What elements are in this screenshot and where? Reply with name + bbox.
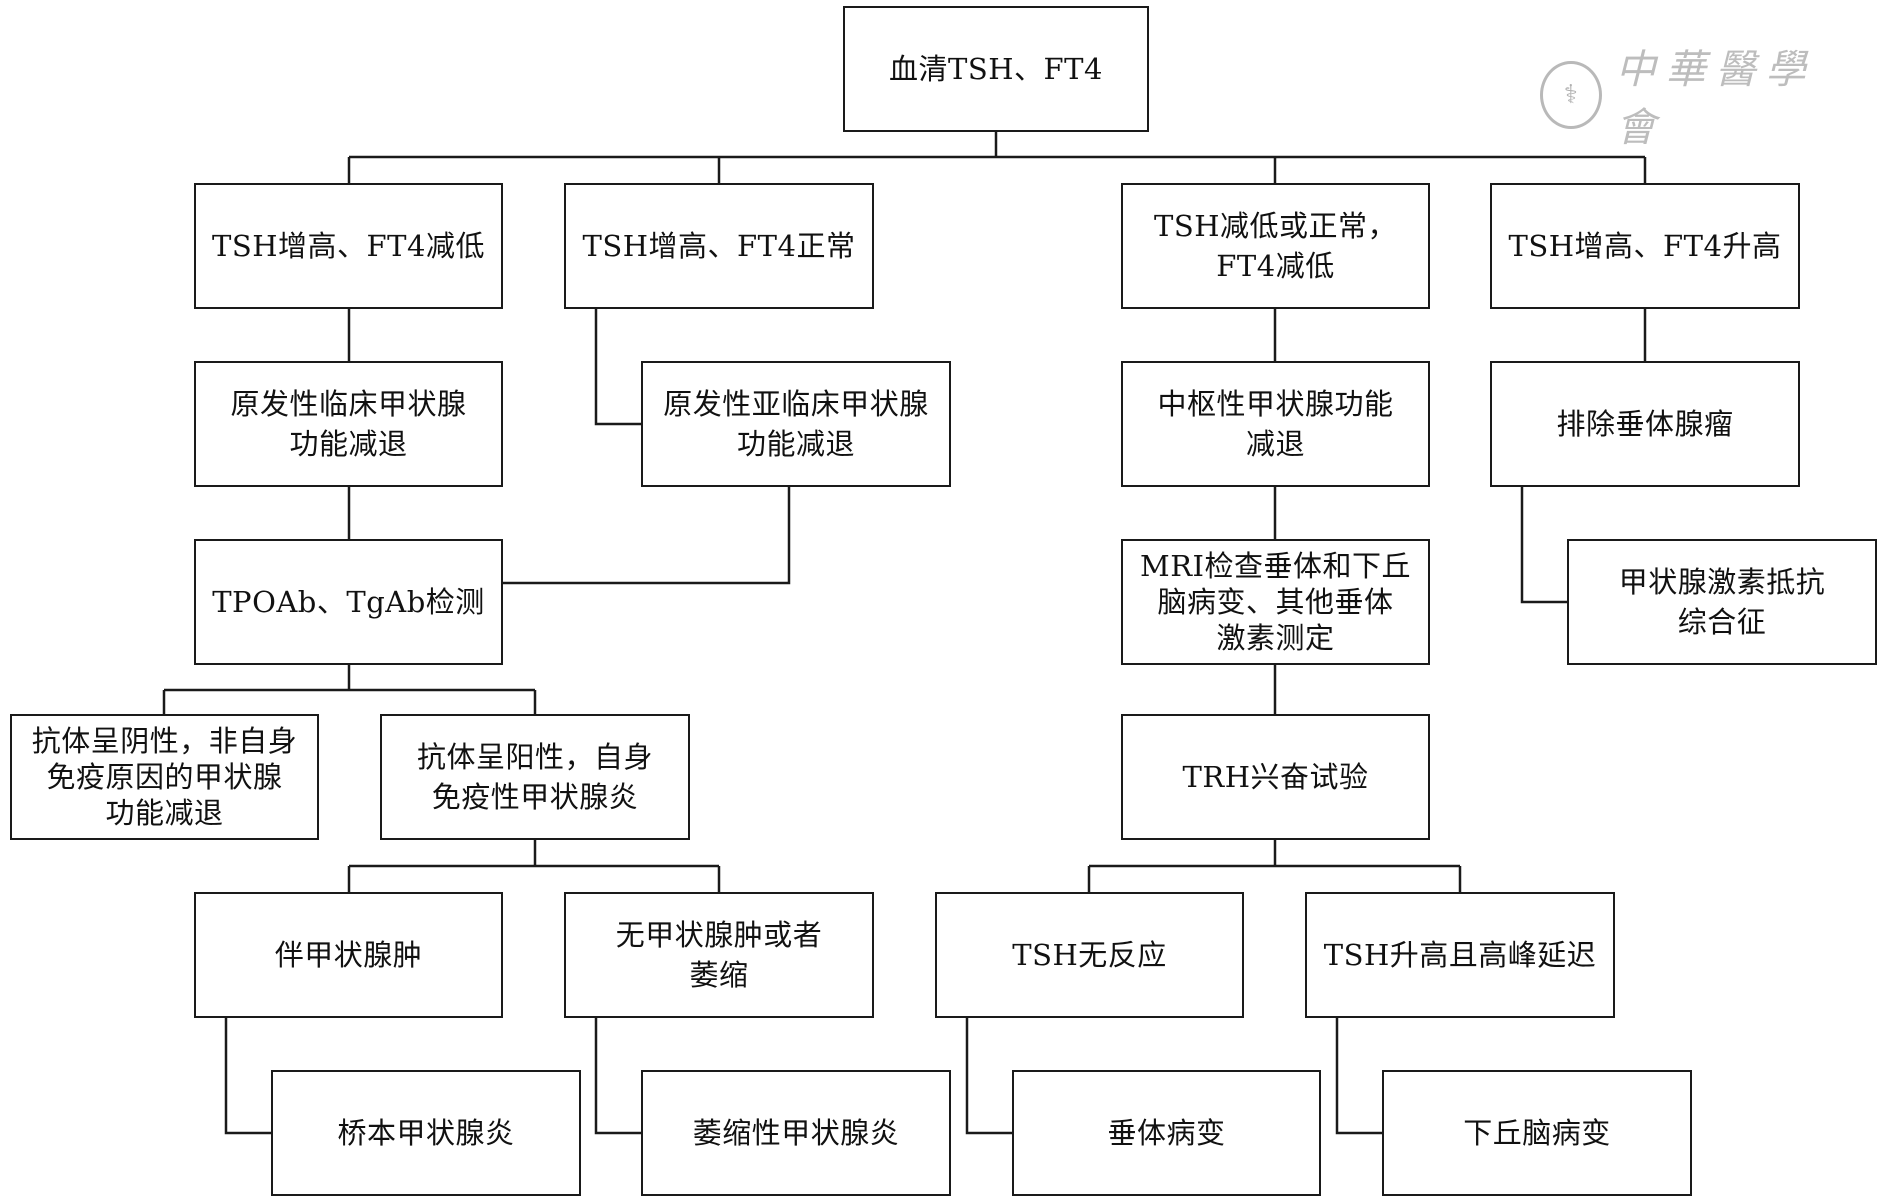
node-label: TSH增高、FT4减低 — [212, 229, 485, 263]
node-primary-subclinical-hypothyroidism: 原发性亚临床甲状腺 功能减退 — [641, 361, 951, 487]
node-label: 伴甲状腺肿 — [274, 938, 423, 972]
node-serum-tsh-ft4: 血清TSH、FT4 — [843, 6, 1149, 132]
connector-t1-h3 — [965, 1018, 1012, 1135]
node-tsh-no-response: TSH无反应 — [935, 892, 1244, 1018]
node-antibody-positive: 抗体呈阳性，自身 免疫性甲状腺炎 — [380, 714, 690, 840]
node-label: TSH增高、FT4升高 — [1508, 229, 1782, 263]
node-label: 中枢性甲状腺功能 减退 — [1157, 387, 1394, 461]
node-tpoab-tgab-test: TPOAb、TgAb检测 — [194, 539, 503, 665]
node-label: 排除垂体腺瘤 — [1556, 407, 1734, 441]
connector-pos-split — [347, 840, 721, 892]
node-label: 抗体呈阴性，非自身 免疫原因的甲状腺 功能减退 — [31, 724, 298, 830]
node-tsh-high-ft4-low: TSH增高、FT4减低 — [194, 183, 503, 309]
node-atrophic-thyroiditis: 萎缩性甲状腺炎 — [641, 1070, 951, 1196]
node-tsh-high-ft4-high: TSH增高、FT4升高 — [1490, 183, 1800, 309]
node-central-hypothyroidism: 中枢性甲状腺功能 减退 — [1121, 361, 1430, 487]
node-with-goiter: 伴甲状腺肿 — [194, 892, 503, 1018]
connector-tpo-split — [162, 665, 537, 714]
node-label: 无甲状腺肿或者 萎缩 — [615, 918, 823, 992]
node-label: TSH无反应 — [1012, 938, 1167, 972]
node-label: 垂体病变 — [1107, 1116, 1226, 1150]
node-trh-stimulation-test: TRH兴奋试验 — [1121, 714, 1430, 840]
node-label: TSH减低或正常， FT4减低 — [1154, 209, 1397, 283]
connector-d1-rst — [1520, 487, 1567, 604]
connector-g2-h2 — [594, 1018, 641, 1135]
node-label: TSH升高且高峰延迟 — [1323, 938, 1597, 972]
node-hypothalamic-lesion: 下丘脑病变 — [1382, 1070, 1692, 1196]
society-seal-icon: ⚕ — [1540, 61, 1602, 129]
node-label: 下丘脑病变 — [1463, 1116, 1611, 1150]
node-label: 甲状腺激素抵抗 综合征 — [1618, 565, 1826, 639]
node-antibody-negative: 抗体呈阴性，非自身 免疫原因的甲状腺 功能减退 — [10, 714, 319, 840]
node-label: TRH兴奋试验 — [1182, 760, 1369, 794]
watermark-text: 中華醫學會 — [1615, 47, 1816, 151]
watermark: ⚕ 中華醫學會 — [1540, 47, 1840, 151]
node-label: 原发性亚临床甲状腺 功能减退 — [663, 387, 929, 461]
node-no-goiter-or-atrophy: 无甲状腺肿或者 萎缩 — [564, 892, 874, 1018]
node-exclude-pituitary-tumor: 排除垂体腺瘤 — [1490, 361, 1800, 487]
node-tsh-low-ft4-low: TSH减低或正常， FT4减低 — [1121, 183, 1430, 309]
node-primary-clinical-hypothyroidism: 原发性临床甲状腺 功能减退 — [194, 361, 503, 487]
node-pituitary-lesion: 垂体病变 — [1012, 1070, 1321, 1196]
connector-t2-h4 — [1335, 1018, 1382, 1135]
node-label: 桥本甲状腺炎 — [337, 1116, 515, 1150]
node-thyroid-hormone-resistance: 甲状腺激素抵抗 综合征 — [1567, 539, 1877, 665]
node-label: TPOAb、TgAb检测 — [212, 585, 485, 619]
node-label: 萎缩性甲状腺炎 — [692, 1116, 900, 1150]
connector-root — [347, 132, 1647, 183]
node-mri-check: MRI检查垂体和下丘 脑病变、其他垂体 激素测定 — [1121, 539, 1430, 665]
connector-trh-split — [1087, 840, 1462, 892]
connector-b-b1 — [594, 309, 641, 426]
node-label: TSH增高、FT4正常 — [582, 229, 856, 263]
node-tsh-rise-delayed-peak: TSH升高且高峰延迟 — [1305, 892, 1615, 1018]
connector-g1-h1 — [224, 1018, 271, 1135]
connector-b1-tpo — [503, 487, 791, 585]
node-hashimoto-thyroiditis: 桥本甲状腺炎 — [271, 1070, 581, 1196]
node-label: 血清TSH、FT4 — [889, 52, 1103, 86]
node-tsh-high-ft4-normal: TSH增高、FT4正常 — [564, 183, 874, 309]
node-label: 抗体呈阳性，自身 免疫性甲状腺炎 — [416, 740, 653, 814]
node-label: 原发性临床甲状腺 功能减退 — [230, 387, 467, 461]
node-label: MRI检查垂体和下丘 脑病变、其他垂体 激素测定 — [1140, 549, 1411, 655]
